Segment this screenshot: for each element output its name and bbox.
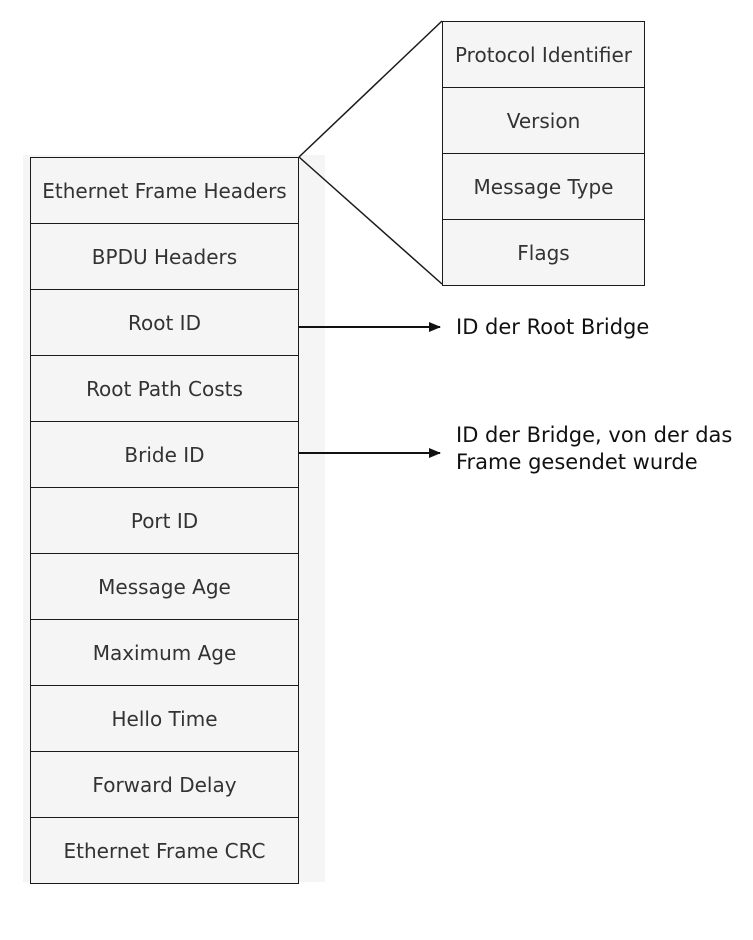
bridge-id-annotation: ID der Bridge, von der das Frame gesende… xyxy=(456,422,732,476)
detail-protocol-identifier: Protocol Identifier xyxy=(443,22,644,88)
expand-line-bottom xyxy=(298,156,443,285)
field-bpdu-headers: BPDU Headers xyxy=(31,224,298,290)
field-root-path-costs: Root Path Costs xyxy=(31,356,298,422)
bridge-id-annotation-line-1: ID der Bridge, von der das xyxy=(456,423,733,447)
field-ethernet-frame-headers: Ethernet Frame Headers xyxy=(31,158,298,224)
field-maximum-age: Maximum Age xyxy=(31,620,298,686)
bpdu-header-detail: Protocol Identifier Version Message Type… xyxy=(442,21,645,286)
field-root-id: Root ID xyxy=(31,290,298,356)
bridge-id-annotation-line-2: Frame gesendet wurde xyxy=(456,450,698,474)
field-forward-delay: Forward Delay xyxy=(31,752,298,818)
detail-message-type: Message Type xyxy=(443,154,644,220)
detail-flags: Flags xyxy=(443,220,644,286)
root-id-annotation: ID der Root Bridge xyxy=(456,315,650,339)
field-bridge-id: Bride ID xyxy=(31,422,298,488)
field-message-age: Message Age xyxy=(31,554,298,620)
detail-version: Version xyxy=(443,88,644,154)
field-ethernet-frame-crc: Ethernet Frame CRC xyxy=(31,818,298,884)
expand-line-top xyxy=(298,20,443,158)
bpdu-field-stack: Ethernet Frame Headers BPDU Headers Root… xyxy=(30,157,299,884)
field-hello-time: Hello Time xyxy=(31,686,298,752)
field-port-id: Port ID xyxy=(31,488,298,554)
